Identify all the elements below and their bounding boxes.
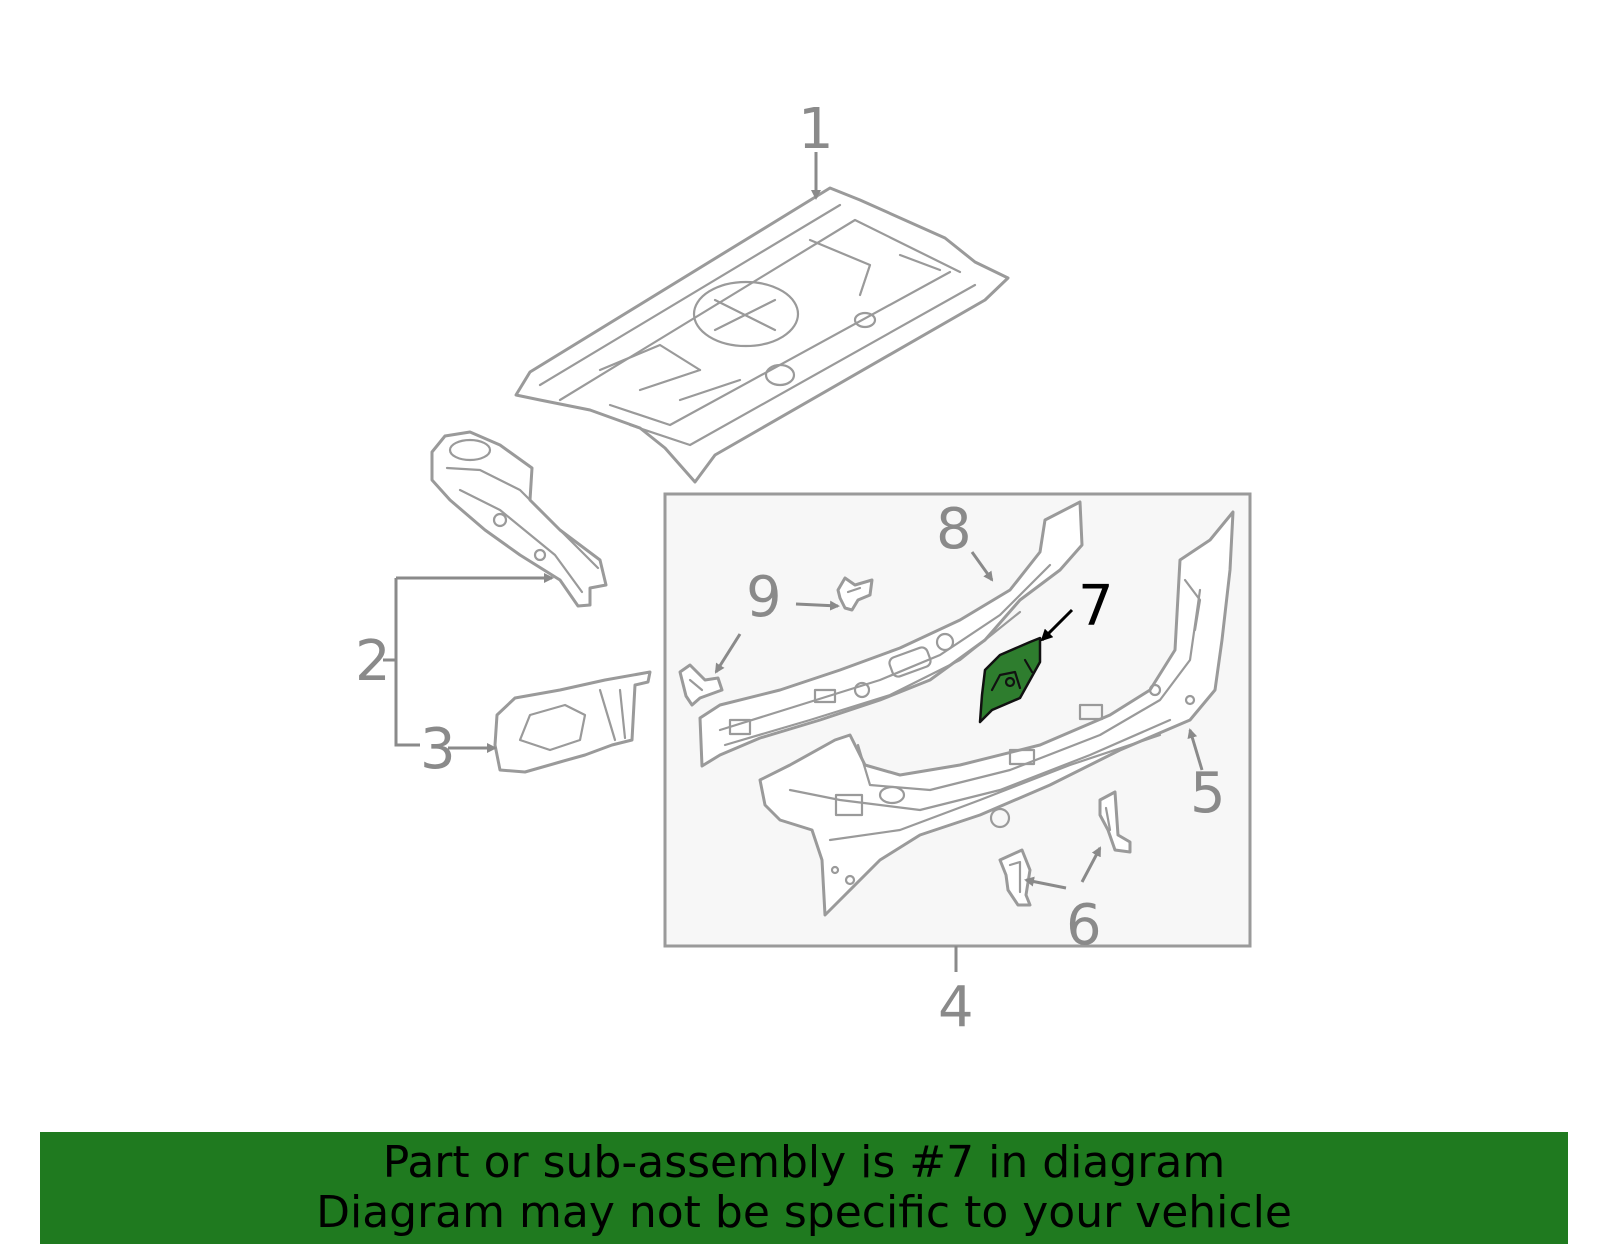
part-6-bracket-a[interactable] [998, 848, 1032, 907]
callout-1: 1 [798, 97, 834, 162]
info-banner: Part or sub-assembly is #7 in diagram Di… [40, 1132, 1568, 1244]
leader-6-a [1024, 876, 1067, 890]
leader-6-b [1080, 846, 1102, 883]
callout-5: 5 [1190, 761, 1226, 826]
callout-7: 7 [1078, 574, 1114, 639]
leader-8 [970, 551, 994, 582]
banner-line-1: Part or sub-assembly is #7 in diagram [382, 1137, 1226, 1188]
part-5-rear-body-panel[interactable] [758, 510, 1235, 917]
callout-2: 2 [355, 629, 391, 694]
part-1-rear-floor-pan[interactable] [514, 186, 1010, 484]
leader-7 [1040, 608, 1074, 642]
leader-9-b [714, 633, 742, 674]
leader-2-bracket [394, 578, 420, 747]
callout-4: 4 [938, 975, 974, 1040]
callout-3: 3 [420, 717, 456, 782]
callout-6: 6 [1066, 893, 1102, 958]
part-6-bracket-b[interactable] [1098, 790, 1132, 854]
part-8-upper-panel[interactable] [698, 500, 1084, 768]
part-9-clip-a[interactable] [836, 576, 874, 612]
banner-line-2: Diagram may not be specific to your vehi… [316, 1187, 1292, 1238]
part-3-bracket[interactable] [493, 670, 652, 774]
part-2-rear-rail-extension[interactable] [430, 430, 608, 608]
part-7-highlighted-reinforcement[interactable] [978, 636, 1042, 724]
leader-5 [1187, 728, 1204, 771]
callout-9: 9 [746, 565, 782, 630]
part-9-clip-b[interactable] [678, 663, 724, 707]
leader-9-a [795, 600, 840, 611]
callout-8: 8 [936, 497, 972, 562]
